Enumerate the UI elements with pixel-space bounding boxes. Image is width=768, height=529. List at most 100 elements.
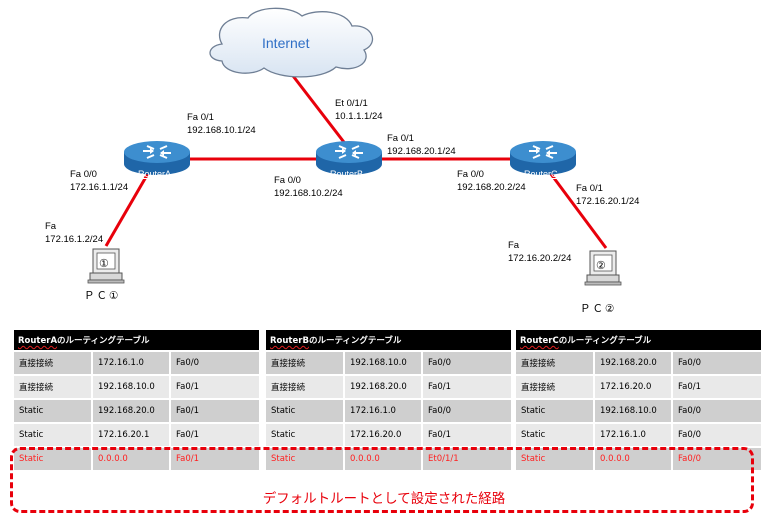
pc2-screen-mark: ② [596,260,606,272]
routing-table-a-suffix: のルーティングテーブル [57,336,150,346]
network-cell: 172.16.20.0 [593,374,672,399]
interface-cell: Fa0/0 [421,350,511,375]
pc1-screen-mark: ① [99,258,109,270]
route-type-cell: Static [266,446,344,470]
if-pc2-ip: 172.16.20.2/24 [508,253,572,264]
route-type-cell: 直接接続 [516,374,594,399]
if-pc1: Fa 172.16.1.2/24 [45,220,103,246]
if-c-to-pc2-ip: 172.16.20.1/24 [576,196,640,207]
default-route-highlight [10,447,754,513]
if-b-to-a-ip: 192.168.10.2/24 [274,188,343,199]
if-b-internet-name: Et 0/1/1 [335,98,368,109]
routing-table-b-router: RouterB [270,336,309,346]
router-c-name: RouterC [524,169,558,179]
link-a-pc1 [104,169,152,247]
default-route-note: デフォルトルートとして設定された経路 [262,491,506,507]
interface-cell: Fa0/1 [421,422,511,447]
if-b-to-a: Fa 0/0 192.168.10.2/24 [274,174,343,200]
internet-cloud-icon [209,7,374,78]
if-pc1-ip: 172.16.1.2/24 [45,234,104,245]
routing-table-b-suffix: のルーティングテーブル [308,336,402,346]
internet-label: Internet [262,35,310,51]
network-cell: 192.168.10.0 [343,350,422,375]
if-b-to-c: Fa 0/1 192.168.20.1/24 [387,132,456,158]
route-type-cell: 直接接続 [266,350,344,375]
router-a-name: RouterA [138,169,172,179]
route-type-cell: 直接接続 [14,350,92,375]
network-cell: 192.168.20.0 [91,398,170,423]
interface-cell: Fa0/1 [671,374,761,399]
route-type-cell: Static [516,398,594,423]
if-b-to-c-ip: 192.168.20.1/24 [387,146,456,157]
if-c-to-pc2: Fa 0/1 172.16.20.1/24 [576,182,639,208]
if-a-to-pc1-name: Fa 0/0 [70,169,97,180]
router-b-name: RouterB [330,169,364,179]
routing-table-c-suffix: のルーティングテーブル [558,336,652,346]
if-c-to-b: Fa 0/0 192.168.20.2/24 [457,168,526,194]
route-type-cell: Static [266,398,344,423]
route-type-cell: Static [14,422,92,447]
network-cell: 172.16.1.0 [343,398,422,423]
routing-table-a-title: RouterAのルーティングテーブル [14,330,260,351]
interface-cell: Fa0/1 [168,398,260,423]
pc1-label: ＰＣ① [84,290,121,302]
link-internet-b [288,71,352,151]
interface-cell: Fa0/0 [671,422,761,447]
network-cell: 192.168.20.0 [343,374,422,399]
if-a-to-b-name: Fa 0/1 [187,112,214,123]
network-cell: 172.16.20.1 [91,422,170,447]
route-type-cell: 直接接続 [516,350,594,375]
if-a-to-b-ip: 192.168.10.1/24 [187,125,256,136]
route-type-cell: Static [266,422,344,447]
interface-cell: Fa0/1 [168,422,260,447]
network-cell: 192.168.20.0 [593,350,672,375]
if-b-internet: Et 0/1/1 10.1.1.1/24 [335,97,383,123]
network-cell: 0.0.0.0 [593,446,672,470]
link-c-pc2 [546,169,608,249]
if-c-to-b-ip: 192.168.20.2/24 [457,182,526,193]
if-a-to-pc1-ip: 172.16.1.1/24 [70,182,129,193]
route-type-cell: Static [516,422,594,447]
if-pc2-name: Fa [508,240,520,251]
route-type-cell: Static [516,446,594,470]
interface-cell: Fa0/0 [421,398,511,423]
routing-table-c-title: RouterCのルーティングテーブル [516,330,761,351]
if-c-to-pc2-name: Fa 0/1 [576,183,603,194]
route-type-cell: 直接接続 [14,374,92,399]
if-a-to-pc1: Fa 0/0 172.16.1.1/24 [70,168,128,194]
if-b-internet-ip: 10.1.1.1/24 [335,111,383,122]
routing-table-a-router: RouterA [18,336,58,346]
interface-cell: Fa0/1 [168,446,260,470]
interface-cell: Fa0/0 [168,350,260,375]
network-cell: 172.16.1.0 [593,422,672,447]
interface-cell: Fa0/0 [671,398,761,423]
interface-cell: Fa0/0 [671,350,761,375]
pc2-label: ＰＣ② [580,303,617,315]
if-c-to-b-name: Fa 0/0 [457,169,484,180]
network-cell: 192.168.10.0 [593,398,672,423]
network-cell: 172.16.20.0 [343,422,422,447]
interface-cell: Fa0/1 [168,374,260,399]
interface-cell: Et0/1/1 [421,446,511,470]
routing-table-b-title: RouterBのルーティングテーブル [266,330,511,351]
route-type-cell: Static [14,398,92,423]
if-a-to-b: Fa 0/1 192.168.10.1/24 [187,111,256,137]
network-cell: 0.0.0.0 [343,446,422,470]
